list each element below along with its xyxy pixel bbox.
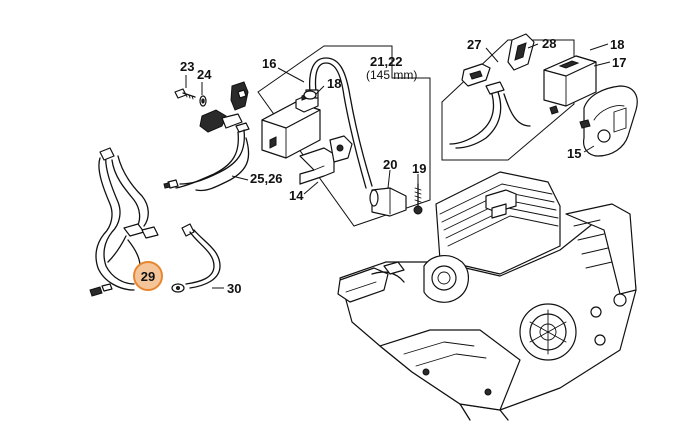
label-part-18b: 18 [610,37,625,52]
leader-28 [527,43,539,49]
ignition-part-18[interactable] [303,90,317,100]
bracket-14[interactable] [299,135,353,185]
leader-17 [593,61,611,67]
wire-harness-25-26[interactable] [163,129,250,192]
label-part-29: 29 [140,268,156,284]
label-part-28: 28 [542,36,557,51]
leader-25-26 [231,175,249,181]
leader-27 [485,47,499,63]
washer-24[interactable] [199,95,207,107]
group-box-right [441,39,575,161]
leader-18a [315,85,325,95]
label-part-20: 20 [383,157,398,172]
ignition-module-16[interactable] [261,92,321,159]
label-part-19: 19 [412,161,427,176]
leader-18b [589,43,609,51]
label-part-16: 16 [262,56,277,71]
leader-20 [387,169,391,189]
screw-23[interactable] [174,88,196,100]
label-part-14: 14 [289,188,304,203]
label-part-21-22: 21,22 [370,54,403,69]
chainsaw-powerhead[interactable] [337,171,637,421]
label-part-24: 24 [197,67,212,82]
wire-harness-27[interactable] [449,63,531,149]
label-part-23: 23 [180,59,195,74]
spark-plug-boot-20[interactable] [369,187,407,217]
group-box-ignition [257,45,431,227]
leader-16 [277,67,305,83]
connector-cluster[interactable] [199,81,250,133]
label-part-18a: 18 [327,76,342,91]
highlight-badge-part-29[interactable]: 29 [133,261,163,291]
label-part-27: 27 [467,37,482,52]
cover-15[interactable] [579,85,638,157]
label-part-21-22-length: (145 mm) [366,68,418,82]
label-part-15: 15 [567,146,582,161]
leader-14 [303,181,319,195]
screw-19[interactable] [413,183,423,215]
label-part-30: 30 [227,281,242,296]
ignition-module-18b[interactable] [543,55,597,115]
wire-harness-29[interactable] [89,147,159,297]
leader-15 [583,145,595,153]
connector-28[interactable] [507,33,535,71]
label-part-25-26: 25,26 [250,171,283,186]
label-part-17: 17 [612,55,627,70]
ground-wire-30[interactable] [171,223,221,293]
